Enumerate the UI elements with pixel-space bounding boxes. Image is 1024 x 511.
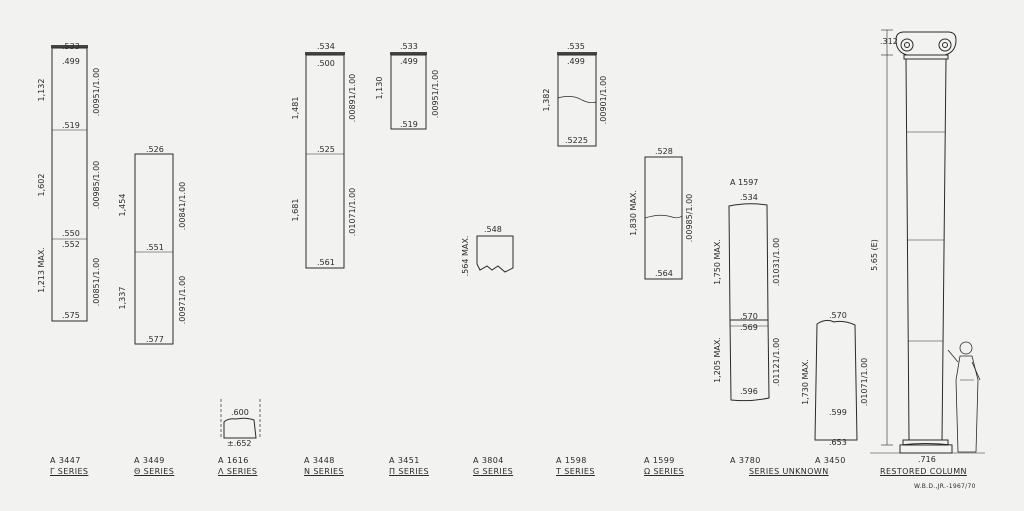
label-series-g: G SERIES [473,467,514,476]
pi-d1: .499 [400,57,418,66]
omega-h1: 1,830 MAX. [629,190,638,236]
label-series-omega: Ω SERIES [644,467,685,476]
unknown-d2: .570 [740,312,758,321]
label-restored-column: RESTORED COLUMN [880,467,967,476]
label-series-n: N SERIES [304,467,344,476]
pi-h1: 1,130 [375,76,384,100]
a3450-t1: .01071/1.00 [860,357,869,407]
unknown-acc-top: A 1597 [730,178,759,187]
column-gamma [51,45,88,322]
restored-base-dia: .716 [918,455,936,464]
label-acc-n: A 3448 [304,456,335,465]
t-t1: .00901/1.00 [599,75,608,125]
label-acc-pi: A 3451 [389,456,420,465]
a3450-d3: .653 [829,438,847,447]
omega-d1: .528 [655,147,673,156]
restored-height: 5.65 (E) [870,239,879,271]
n-t1: .00891/1.00 [348,73,357,123]
t-top-dim: .535 [567,42,585,51]
column-theta [134,153,174,345]
gamma-h1: 1,132 [37,78,46,102]
theta-h2: 1,337 [118,286,127,310]
gamma-d2: .519 [62,121,80,130]
a3450-h1: 1,730 MAX. [801,359,810,405]
n-h2: 1,681 [291,198,300,222]
omega-t1: .00985/1.00 [685,193,694,243]
label-acc-g: A 3804 [473,456,504,465]
n-d2: .525 [317,145,335,154]
label-series-t: T SERIES [556,467,595,476]
gamma-t3: .00851/1.00 [92,257,101,307]
unknown-h2: 1,205 MAX. [713,337,722,383]
label-acc-omega: A 1599 [644,456,675,465]
lambda-d2: ±.652 [227,439,252,448]
gamma-d3: .550 [62,229,80,238]
omega-d2: .564 [655,269,673,278]
column-lambda [220,399,261,439]
t-h1: 1,382 [542,88,551,112]
theta-d2: .551 [146,243,164,252]
gamma-d1: .499 [62,57,80,66]
pi-d2: .519 [400,120,418,129]
column-omega [644,156,683,280]
t-d2: .5225 [565,136,588,145]
gamma-t2: .00985/1.00 [92,160,101,210]
label-acc-gamma: A 3447 [50,456,81,465]
unknown-h1: 1,750 MAX. [713,239,722,285]
theta-t2: .00971/1.00 [178,275,187,325]
theta-h1: 1,454 [118,193,127,217]
column-t [557,52,597,147]
column-pi [390,52,427,130]
label-series-lambda: Λ SERIES [218,467,258,476]
signature: W.B.D.,JR.-1967/70 [914,483,976,490]
theta-d1: .526 [146,145,164,154]
t-d1: .499 [567,57,585,66]
label-acc-unknown: A 3780 [730,456,761,465]
g-h1: .564 MAX. [461,235,470,277]
label-acc-t: A 1598 [556,456,587,465]
n-top-dim: .534 [317,42,335,51]
n-d3: .561 [317,258,335,267]
gamma-t1: .00951/1.00 [92,67,101,117]
unknown-d4: .596 [740,387,758,396]
n-d1: .500 [317,59,335,68]
n-t2: .01071/1.00 [348,187,357,237]
label-acc-a3450: A 3450 [815,456,846,465]
theta-d3: .577 [146,335,164,344]
unknown-d3: .569 [740,323,758,332]
unknown-t1: .01031/1.00 [772,237,781,287]
column-a3450 [814,319,858,441]
unknown-d1: .534 [740,193,758,202]
gamma-h2: 1,602 [37,173,46,197]
human-figure [947,341,981,453]
pi-top-dim: .533 [400,42,418,51]
gamma-d4: .552 [62,240,80,249]
lambda-d1: .600 [231,408,249,417]
pi-t1: .00951/1.00 [431,69,440,119]
g-d1: .548 [484,225,502,234]
a3450-d1: .570 [829,311,847,320]
column-n [305,52,345,269]
label-series-pi: Π SERIES [389,467,429,476]
label-series-unknown: SERIES UNKNOWN [749,467,829,476]
column-g [476,235,514,273]
unknown-t2: .01121/1.00 [772,337,781,387]
gamma-h3: 1,213 MAX. [37,247,46,293]
restored-column [870,29,985,454]
label-acc-theta: A 3449 [134,456,165,465]
gamma-d5: .575 [62,311,80,320]
theta-t1: .00841/1.00 [178,181,187,231]
label-series-gamma: Γ SERIES [50,467,89,476]
a3450-d2: .599 [829,408,847,417]
gamma-top-dim: .533 [62,42,80,51]
restored-capital-height: .312 [880,37,898,46]
label-series-theta: Θ SERIES [134,467,175,476]
column-unknown [728,203,770,402]
n-h1: 1,481 [291,96,300,120]
label-acc-lambda: A 1616 [218,456,249,465]
